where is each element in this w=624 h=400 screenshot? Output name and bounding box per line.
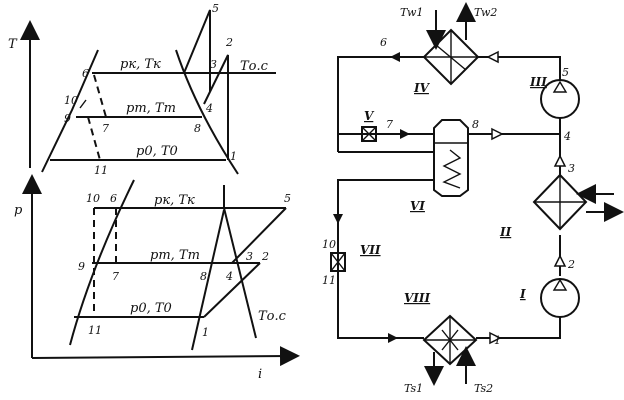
flow-arrow-5	[486, 50, 499, 64]
label-tw2: Tw2	[474, 6, 497, 19]
pt-11: 11	[88, 324, 102, 337]
flow-arrow-2	[553, 254, 567, 267]
pt-10: 10	[64, 94, 78, 107]
pt-3: 3	[210, 58, 217, 71]
liquid-line	[69, 179, 135, 346]
pt-7: 7	[112, 270, 119, 283]
pt-4: 4	[205, 102, 213, 115]
label-p0: p0, T0	[130, 301, 172, 316]
node-1: 1	[494, 334, 501, 347]
pt-2: 2	[225, 36, 233, 49]
label-III: III	[529, 75, 547, 89]
pipe-1	[476, 316, 561, 339]
pt-8: 8	[200, 270, 207, 283]
node-10: 10	[322, 238, 336, 251]
t-axis-label: T	[8, 37, 18, 52]
pt-3: 3	[246, 250, 253, 263]
label-VII: VII	[360, 243, 381, 257]
schematic: Tw1 Tw2 IV III II I V	[322, 2, 624, 395]
ph-diagram: p i pк, Tк pm, Tm p0, T0 Tо.с 1 2 3 4 5 …	[14, 174, 300, 382]
flow-arrow-11	[388, 333, 398, 343]
flow-arrow-7	[400, 129, 410, 139]
label-ts1: Ts1	[404, 382, 423, 395]
flow-arrow-1	[489, 331, 502, 345]
label-pm: pm, Tm	[126, 101, 176, 116]
intercooler-II[interactable]	[532, 173, 588, 231]
label-toc: Tо.с	[240, 59, 269, 74]
label-V: V	[364, 109, 375, 123]
label-VIII: VIII	[404, 291, 431, 305]
flow-arrow-8	[491, 127, 504, 141]
pipe-5	[478, 56, 561, 80]
throttle-9-11	[87, 116, 101, 161]
flow-arrow-6	[390, 52, 400, 62]
i-axis-label: i	[258, 367, 262, 382]
p-axis-label: p	[14, 203, 23, 218]
pt-1: 1	[202, 326, 209, 339]
pt-1: 1	[230, 150, 237, 163]
flow-arrow-10	[333, 214, 343, 224]
pt-8: 8	[194, 122, 201, 135]
pt-6: 6	[82, 67, 89, 80]
label-pm: pm, Tm	[150, 248, 200, 263]
pt-5: 5	[212, 2, 219, 15]
pt-5: 5	[284, 192, 291, 205]
node-4: 4	[563, 130, 571, 143]
vapor-line	[191, 209, 225, 351]
pt-10: 10	[86, 192, 100, 205]
pt-2: 2	[261, 250, 269, 263]
pt-7: 7	[102, 122, 109, 135]
i-axis	[31, 346, 300, 367]
compression-high	[231, 207, 287, 264]
throttle-V[interactable]	[361, 126, 377, 142]
label-p0: p0, T0	[136, 144, 178, 159]
pt-9: 9	[64, 112, 71, 125]
node-11: 11	[322, 274, 336, 287]
pt-11: 11	[94, 164, 108, 177]
pt-4: 4	[225, 270, 233, 283]
label-VI: VI	[410, 199, 425, 213]
condenser-IV[interactable]	[422, 28, 480, 86]
label-pk: pк, Tк	[154, 193, 195, 208]
liquid-line	[41, 49, 99, 173]
node-6: 6	[380, 36, 387, 49]
pipe-6	[337, 56, 424, 152]
label-pk: pк, Tк	[120, 57, 161, 72]
ts-diagram: T pк, Tк pm, Tm p0, T0 Tо.с 1 2 3 4 5 6 …	[8, 2, 276, 177]
sub-10	[79, 99, 87, 109]
compressor-I[interactable]	[540, 278, 580, 318]
pipe-10-11	[337, 179, 434, 339]
flow-arrow-3	[553, 154, 567, 167]
compression-high	[183, 9, 211, 92]
label-I: I	[519, 287, 526, 301]
throttle-6-7	[93, 74, 107, 118]
compression-low	[203, 262, 261, 318]
label-IV: IV	[413, 81, 431, 95]
node-2: 2	[567, 258, 575, 271]
pt-6: 6	[110, 192, 117, 205]
node-8: 8	[472, 118, 479, 131]
label-II: II	[499, 225, 512, 239]
node-5: 5	[562, 66, 569, 79]
evaporator-VIII[interactable]	[422, 314, 478, 366]
node-7: 7	[386, 118, 393, 131]
compression-low	[203, 54, 229, 160]
label-ts2: Ts2	[474, 382, 493, 395]
node-3: 3	[568, 162, 575, 175]
vessel-VI[interactable]	[433, 119, 469, 197]
throttle-VII[interactable]	[330, 252, 346, 272]
compressor-III[interactable]	[540, 79, 580, 119]
label-toc: Tо.с	[258, 309, 287, 324]
label-tw1: Tw1	[400, 6, 423, 19]
pt-9: 9	[78, 260, 85, 273]
